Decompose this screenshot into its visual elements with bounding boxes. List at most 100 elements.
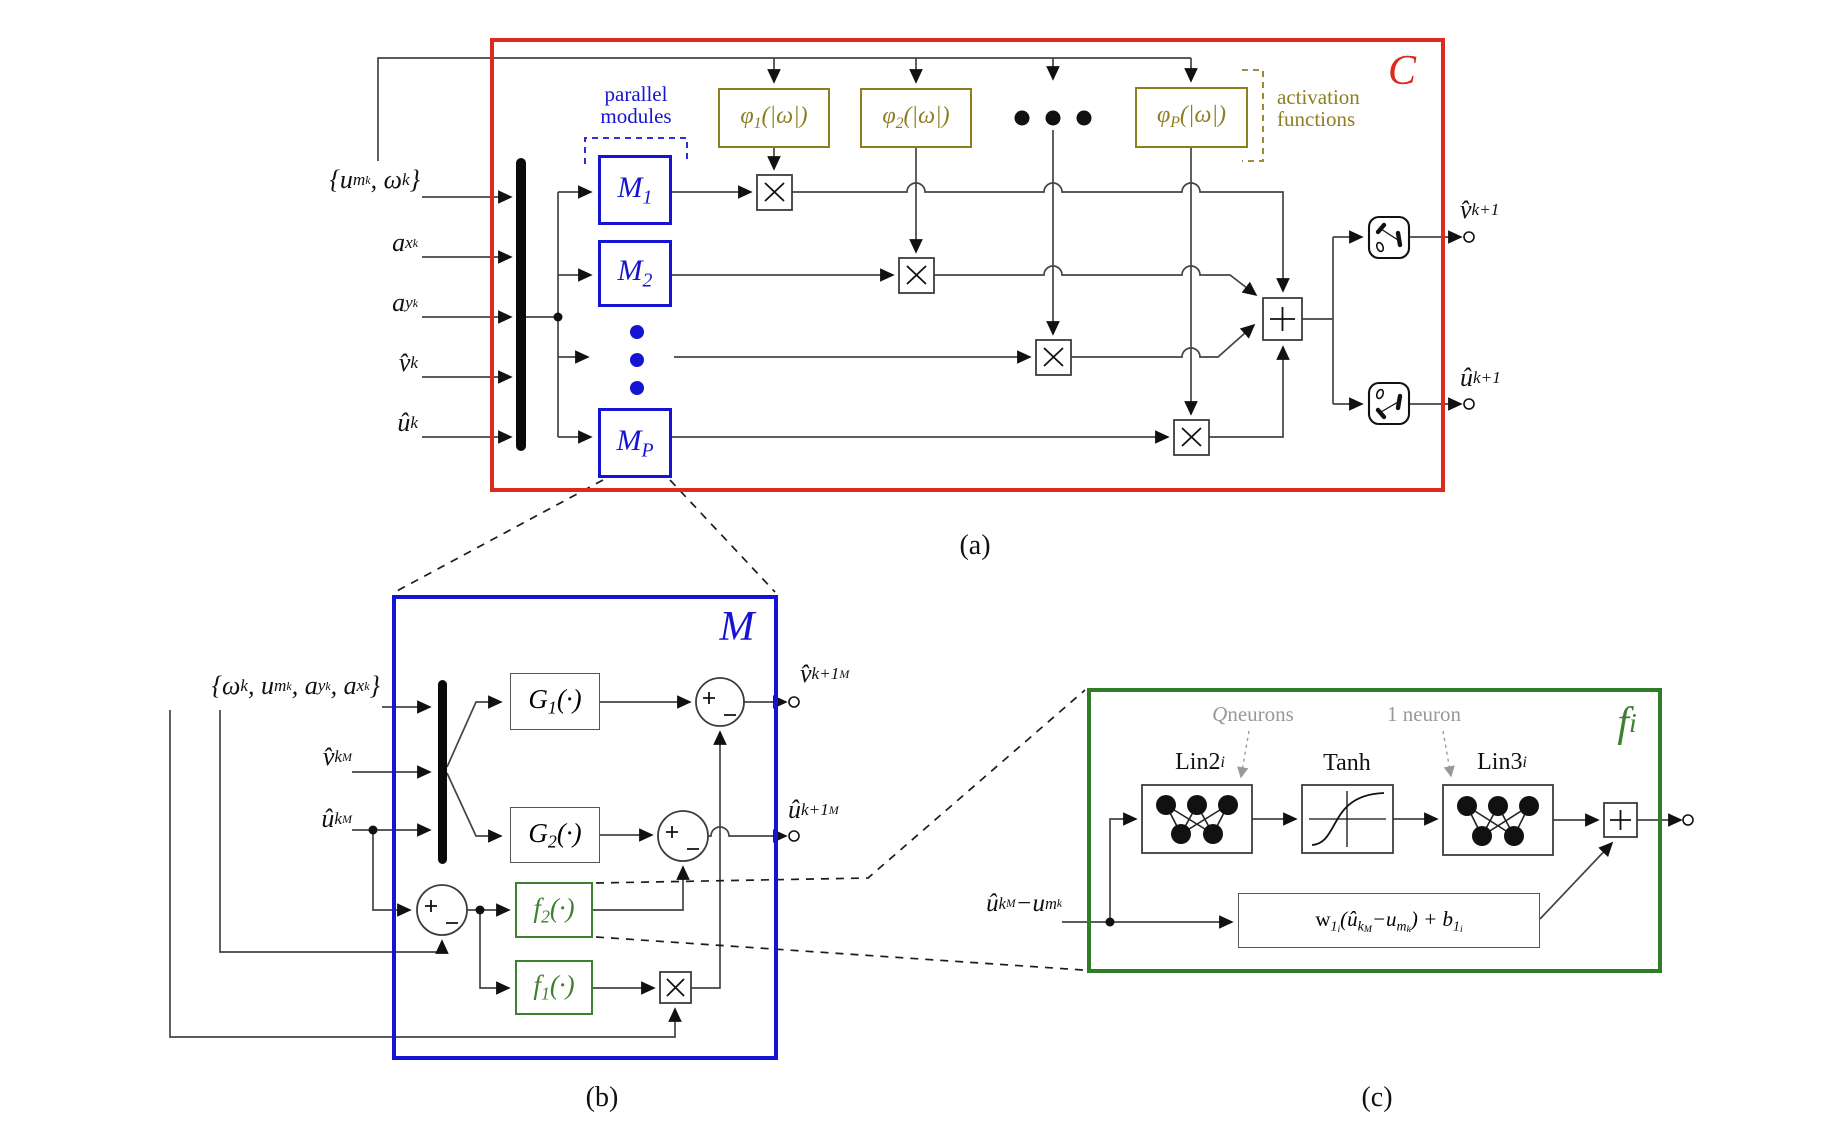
junction-dot-icon — [368, 825, 378, 835]
linear-formula-label: w1i(ûkM−umk) + b1i — [1315, 906, 1463, 935]
caption-b: (b) — [585, 1082, 619, 1114]
g1-label: G1(·) — [528, 684, 582, 718]
output-port-icon — [1463, 398, 1475, 410]
linear-formula-block: w1i(ûkM−umk) + b1i — [1238, 893, 1540, 948]
annotation-arrow — [1442, 730, 1455, 778]
ellipsis-dots-icon — [1014, 110, 1092, 126]
panel-b-wires — [169, 677, 1086, 1038]
output-port-icon — [1682, 814, 1694, 826]
note-line: activation — [1277, 85, 1360, 109]
f1-label: f1(·) — [533, 970, 575, 1004]
wire — [1209, 345, 1290, 438]
adder-icon — [1262, 297, 1303, 341]
output-label-v-next: v̂k+1 — [1460, 195, 1500, 225]
lin3-block — [1442, 784, 1554, 856]
multiplier-icon — [756, 174, 793, 211]
wire — [169, 710, 682, 1038]
activation-functions-bracket — [1242, 69, 1264, 162]
activation-phi1-block: φ1(|ω|) — [718, 88, 830, 148]
tanh-curve-icon — [1309, 791, 1386, 847]
junction-dot-icon — [553, 312, 563, 322]
module-MP-block: MP — [598, 408, 672, 478]
activation-phi2-block: φ2(|ω|) — [860, 88, 972, 148]
multiplier-icon — [898, 257, 935, 294]
wire — [934, 265, 1258, 297]
wire — [1539, 841, 1614, 920]
panel-c-wires — [1062, 730, 1694, 929]
wire — [479, 910, 511, 995]
zoom-line — [595, 936, 1084, 971]
module-M2-block: M2 — [598, 240, 672, 307]
activation-phip-label: φP(|ω|) — [1156, 102, 1227, 132]
wire — [372, 830, 412, 917]
output-port-icon — [788, 830, 800, 842]
module-MP-label: MP — [616, 423, 654, 462]
caption-c: (c) — [1361, 1082, 1393, 1114]
module-ellipsis-dots-icon — [630, 325, 644, 395]
input-label-vk: v̂k — [398, 348, 418, 378]
g1-block: G1(·) — [510, 673, 600, 730]
zoom-line — [669, 479, 776, 593]
box-C-tag: C — [1387, 47, 1416, 94]
neural-net-icon — [1457, 796, 1539, 846]
mux-bar-icon — [438, 680, 447, 864]
sum-junction-icon — [416, 884, 468, 936]
wire — [708, 826, 788, 843]
junction-dot-icon — [1105, 917, 1115, 927]
activation-phi1-label: φ1(|ω|) — [740, 102, 808, 133]
zoom-line — [394, 479, 604, 593]
tanh-label: Tanh — [1323, 750, 1371, 777]
zoom-line — [595, 689, 1086, 884]
f1-block: f1(·) — [515, 960, 593, 1015]
wire — [1071, 323, 1256, 358]
activation-phi2-label: φ2(|ω|) — [882, 102, 950, 133]
neural-net-icon — [1156, 795, 1238, 844]
lin2-block — [1141, 784, 1253, 854]
annotation-arrow — [1237, 730, 1250, 779]
module-M2-label: M2 — [617, 254, 653, 292]
adder-icon — [1603, 802, 1638, 838]
g2-block: G2(·) — [510, 807, 600, 863]
mux-bar-icon — [516, 158, 526, 451]
wire — [1109, 812, 1138, 922]
parallel-modules-note: parallel modules — [571, 83, 701, 127]
activation-phip-block: φP(|ω|) — [1135, 87, 1248, 148]
multiplier-icon — [1035, 339, 1072, 376]
sum-junction-icon — [695, 677, 745, 727]
multiplier-icon — [659, 971, 692, 1004]
f2-block: f2(·) — [515, 882, 593, 938]
parallel-modules-bracket — [584, 137, 688, 164]
switch-icon — [1367, 381, 1411, 426]
wire — [792, 182, 1290, 293]
output-port-icon — [1463, 231, 1475, 243]
output-port-icon — [788, 696, 800, 708]
module-M1-label: M1 — [617, 170, 653, 209]
activation-functions-note: activation functions — [1277, 86, 1397, 130]
junction-dot-icon — [475, 905, 485, 915]
panel-a-wires — [377, 57, 1475, 593]
box-M-tag: M — [719, 603, 755, 650]
sum-junction-icon — [657, 810, 709, 862]
note-line: parallel — [604, 82, 668, 106]
f2-label: f2(·) — [533, 892, 575, 927]
caption-a: (a) — [959, 530, 991, 562]
tanh-block — [1301, 784, 1394, 854]
wire — [593, 865, 690, 911]
wire — [446, 772, 503, 843]
